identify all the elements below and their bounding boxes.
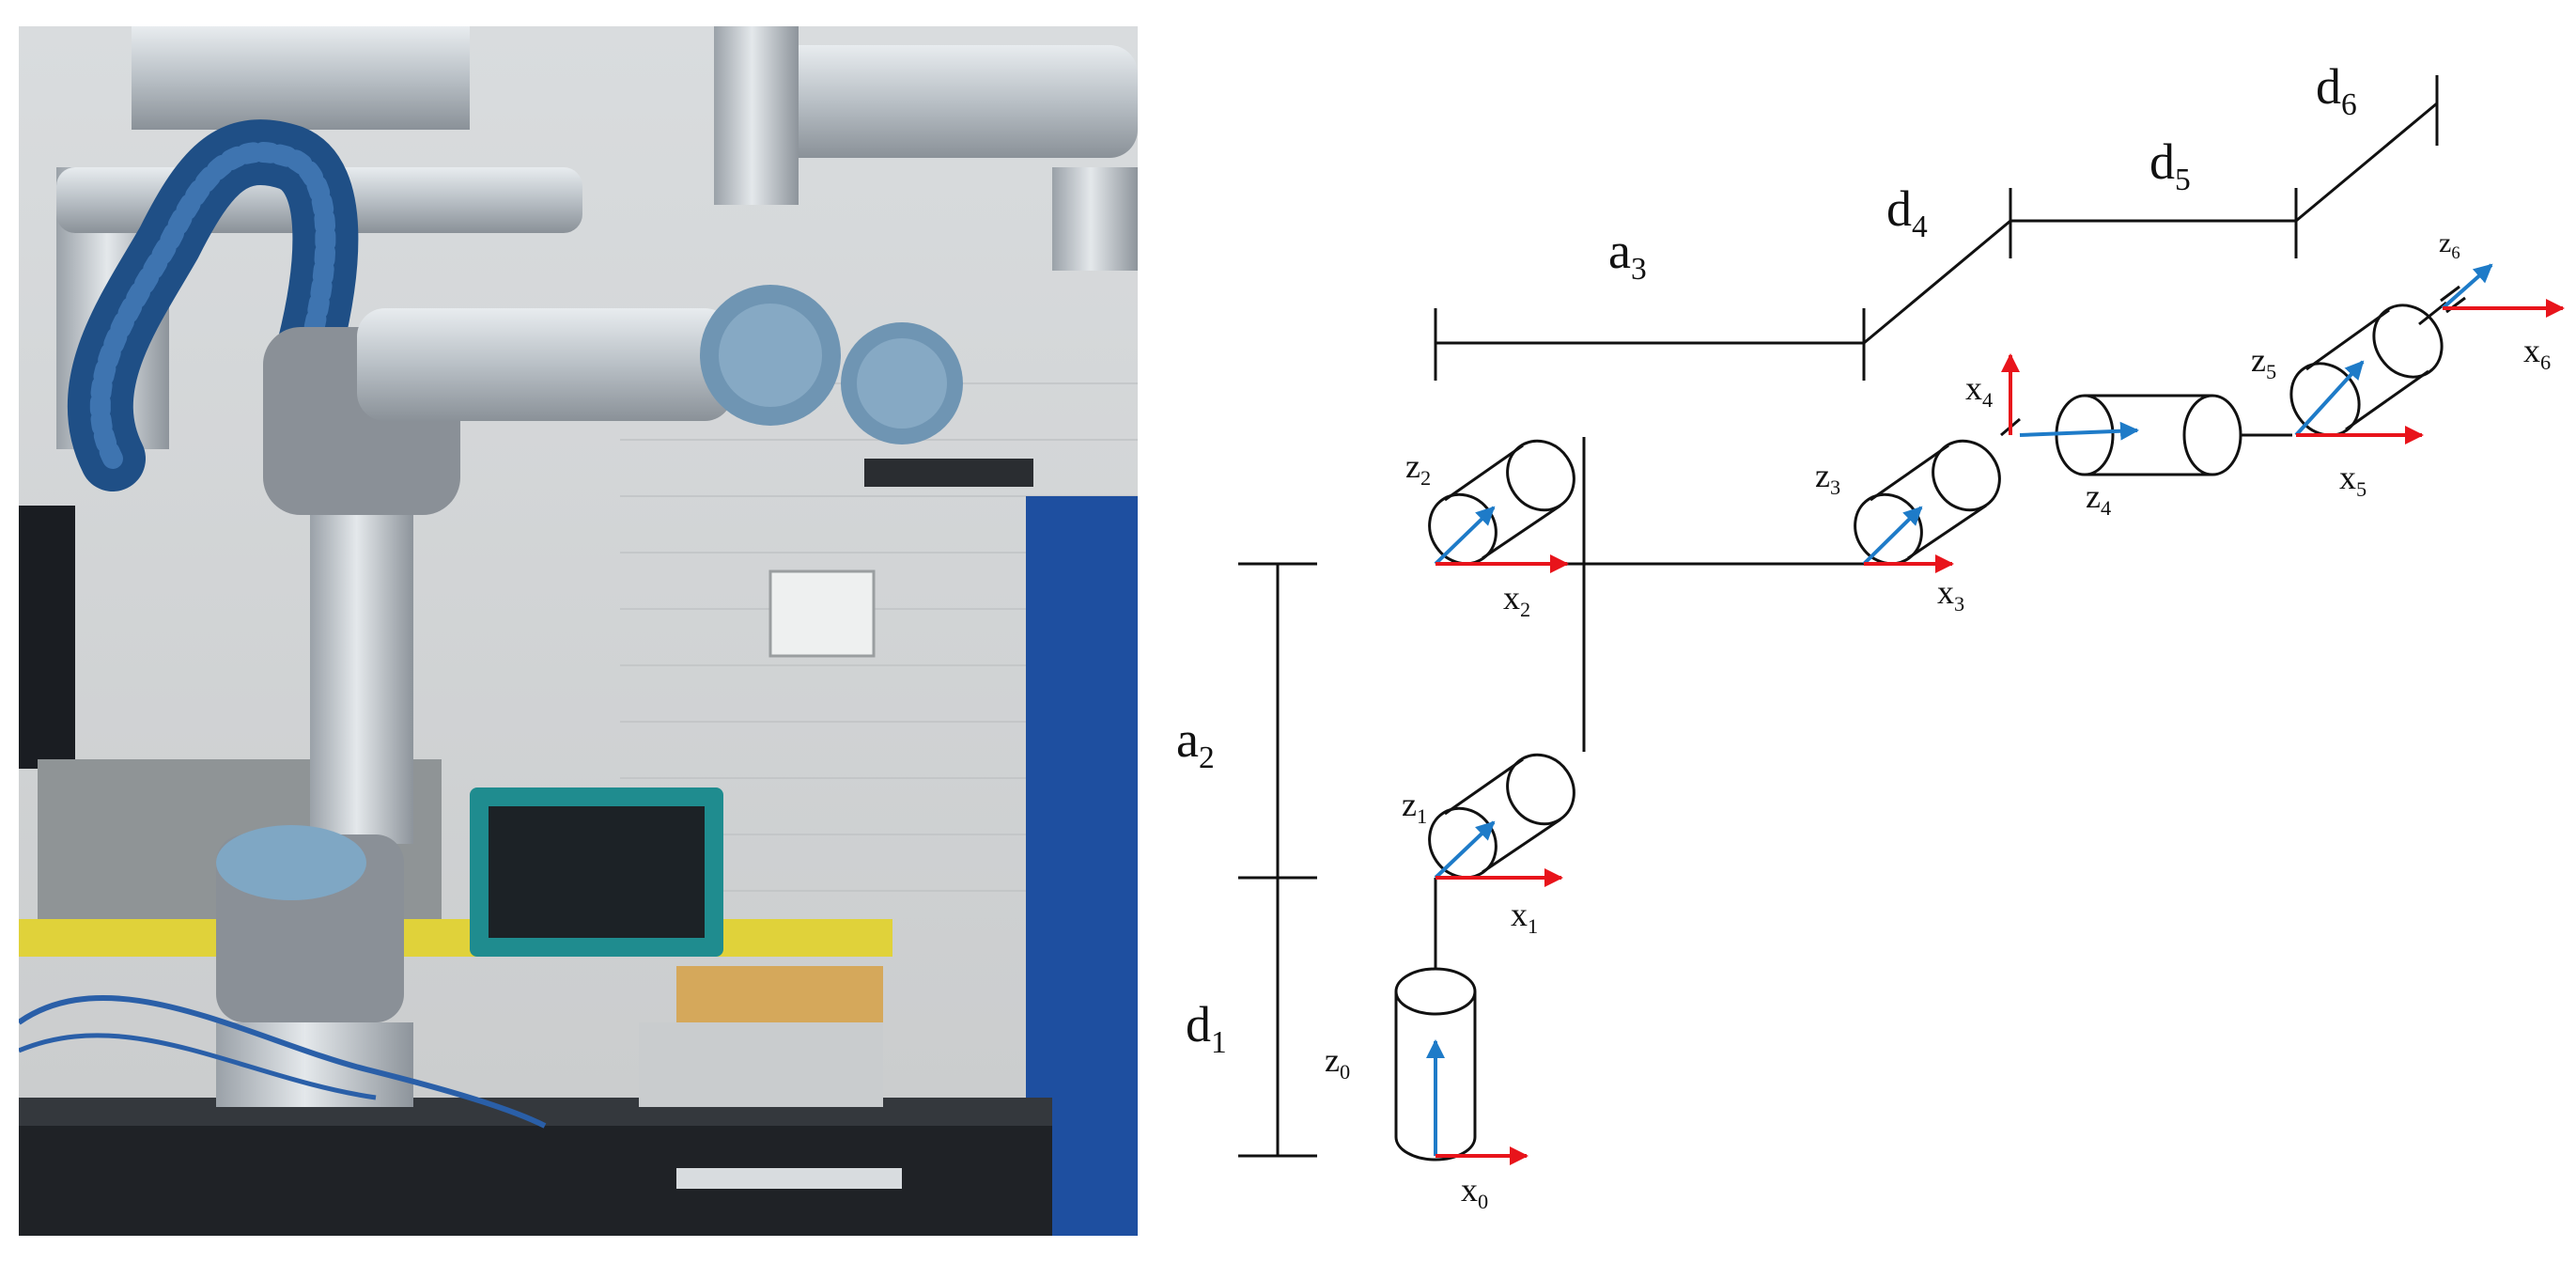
- metal-part: [676, 1168, 902, 1189]
- label-d6: d6: [2316, 58, 2357, 122]
- label-z4: z4: [2086, 477, 2111, 520]
- dimension-d6: [2295, 75, 2439, 223]
- joint-cylinder-5: [2289, 304, 2444, 437]
- label-z0: z0: [1325, 1041, 1350, 1084]
- wall-box: [768, 569, 876, 658]
- robot-column: [310, 487, 413, 844]
- blue-cables: [19, 995, 547, 1129]
- label-z6: z6: [2439, 227, 2460, 263]
- robot-photo: [19, 26, 1138, 1236]
- kinematic-diagram: a3 d4 d5 d6 a2 d1 z0 x0 z1 x1 z2 x2 z3 x…: [1165, 0, 2576, 1258]
- duct-top: [132, 26, 470, 130]
- label-d4: d4: [1886, 180, 1928, 244]
- label-x2: x2: [1503, 579, 1530, 621]
- label-x5: x5: [2339, 459, 2367, 501]
- z5-axis-arrow: [2294, 360, 2365, 437]
- duct-pipe-right: [714, 45, 1138, 158]
- label-z5: z5: [2251, 341, 2276, 383]
- joint-cylinder-2: [1428, 439, 1575, 566]
- z1-axis-arrow: [1434, 820, 1496, 880]
- robot-links: [1434, 301, 2447, 968]
- dimension-d4: [1863, 219, 2011, 345]
- joint-cylinder-3: [1854, 439, 2001, 566]
- kinematic-diagram-svg: a3 d4 d5 d6 a2 d1 z0 x0 z1 x1 z2 x2 z3 x…: [1176, 58, 2565, 1213]
- dimension-d5: [2009, 188, 2298, 258]
- bench: [19, 919, 892, 957]
- robot-photo-illustration: [19, 26, 1138, 1236]
- label-d5: d5: [2149, 133, 2191, 197]
- z4-axis-arrow: [2019, 421, 2139, 441]
- label-x6: x6: [2523, 332, 2551, 374]
- duct-right-end: [1052, 167, 1138, 271]
- joint-cylinder-4: [2055, 394, 2242, 476]
- label-z1: z1: [1402, 786, 1427, 828]
- label-x3: x3: [1937, 573, 1964, 616]
- label-x0: x0: [1461, 1171, 1488, 1213]
- dimension-a2-d1: [1238, 562, 1317, 1158]
- dark-panel: [19, 506, 75, 769]
- z3-axis-arrow: [1862, 506, 1923, 566]
- label-d1: d1: [1186, 996, 1227, 1060]
- label-a2: a2: [1176, 711, 1215, 775]
- z6-axis-arrow: [2441, 263, 2493, 310]
- joint-cylinder-1: [1428, 753, 1575, 880]
- label-x1: x1: [1511, 896, 1538, 938]
- robot-upper-arm: [357, 308, 733, 421]
- label-z3: z3: [1815, 457, 1840, 499]
- label-z2: z2: [1405, 447, 1431, 490]
- label-a3: a3: [1608, 223, 1647, 287]
- duct-vertical: [714, 26, 799, 205]
- joint-cylinder-0: [1394, 967, 1477, 1162]
- label-x4: x4: [1965, 369, 1993, 412]
- dimension-a3: [1434, 308, 1866, 381]
- gripper: [864, 459, 1033, 487]
- z2-axis-arrow: [1434, 506, 1496, 566]
